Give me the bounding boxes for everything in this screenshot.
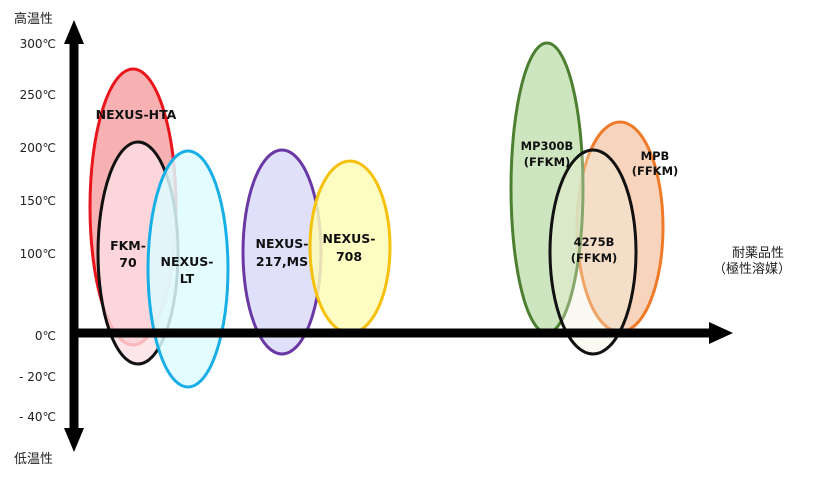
- y-tick-label: 300℃: [20, 37, 56, 51]
- label-nexus-lt-line2: LT: [180, 271, 195, 286]
- ellipse-4275b: [548, 148, 638, 356]
- label-mp300b-line2: (FFKM): [524, 155, 571, 169]
- y-tick-label: 0℃: [35, 329, 56, 343]
- label-fkm-70-line1: FKM-: [110, 238, 146, 253]
- label-mpb-line1: MPB: [641, 149, 670, 163]
- ellipse-nexus-708: [308, 159, 392, 335]
- y-axis-top-label: 高温性: [14, 11, 53, 27]
- y-tick-label: - 40℃: [19, 410, 56, 424]
- label-nexus-hta: NEXUS-HTA: [96, 107, 177, 122]
- y-tick-label: - 20℃: [19, 370, 56, 384]
- label-mpb-line2: (FFKM): [632, 164, 679, 178]
- label-nexus-708-line1: NEXUS-: [323, 231, 376, 246]
- label-fkm-70-line2: 70: [119, 255, 137, 270]
- x-axis-label-line2: （極性溶媒）: [713, 261, 791, 277]
- ellipse-nexus-lt: [146, 149, 230, 389]
- y-tick-label: 150℃: [20, 194, 56, 208]
- label-4275b-line1: 4275B: [574, 235, 615, 249]
- material-labels: NEXUS-HTA FKM- 70 NEXUS- LT NEXUS- 217,M…: [96, 107, 679, 286]
- label-4275b-line2: (FFKM): [571, 251, 618, 265]
- y-axis-down-arrow: [64, 428, 84, 452]
- material-ellipses: [88, 41, 665, 389]
- axes: [64, 20, 733, 452]
- y-tick-labels: 300℃ 250℃ 200℃ 150℃ 100℃ 0℃ - 20℃ - 40℃: [19, 37, 56, 424]
- y-tick-label: 200℃: [20, 141, 56, 155]
- label-nexus-708-line2: 708: [336, 249, 362, 264]
- label-nexus-lt-line1: NEXUS-: [161, 254, 214, 269]
- label-nexus-217-ms-line1: NEXUS-: [256, 236, 309, 251]
- x-axis-right-arrow: [709, 322, 733, 344]
- x-axis-label-line1: 耐薬品性: [732, 246, 784, 261]
- y-tick-label: 100℃: [20, 247, 56, 261]
- label-nexus-217-ms-line2: 217,MS: [256, 254, 308, 269]
- label-mp300b-line1: MP300B: [521, 139, 574, 153]
- y-axis-bottom-label: 低温性: [14, 452, 53, 467]
- y-tick-label: 250℃: [20, 88, 56, 102]
- y-axis-up-arrow: [64, 20, 84, 44]
